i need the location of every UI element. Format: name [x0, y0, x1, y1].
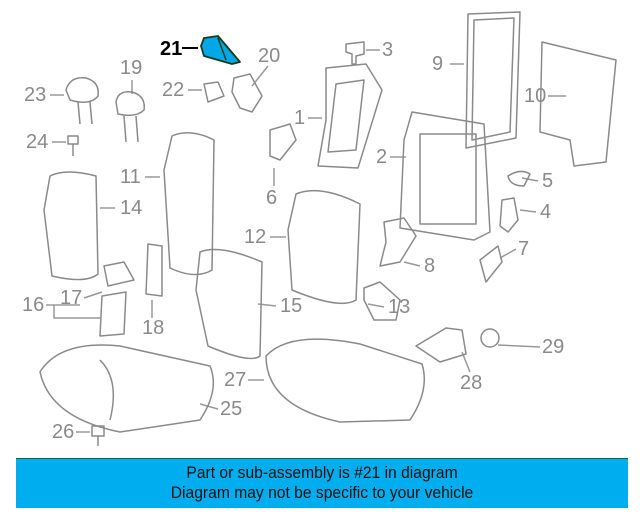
callout-22[interactable]: 22 — [162, 79, 185, 101]
part-8[interactable] — [379, 217, 417, 267]
part-5[interactable] — [507, 170, 531, 187]
part-20[interactable] — [231, 73, 263, 113]
callout-25[interactable]: 25 — [220, 398, 243, 420]
part-10-panel[interactable] — [539, 41, 617, 167]
part-4[interactable] — [499, 197, 519, 233]
banner-line-1: Part or sub-assembly is #21 in diagram — [186, 463, 458, 482]
part-23-headrest[interactable] — [65, 77, 99, 125]
part-16[interactable] — [99, 291, 127, 337]
part-13[interactable] — [363, 281, 401, 321]
part-18[interactable] — [145, 243, 163, 297]
part-12-seatback[interactable] — [287, 189, 361, 305]
callout-27[interactable]: 27 — [224, 369, 247, 391]
callout-21[interactable]: 21 — [160, 38, 183, 60]
part-28[interactable] — [415, 327, 467, 363]
part-26[interactable] — [91, 425, 105, 446]
callout-14[interactable]: 14 — [120, 197, 143, 219]
callout-arrows — [46, 47, 566, 433]
part-11-seatback[interactable] — [163, 132, 215, 276]
part-15-seatback[interactable] — [195, 248, 263, 360]
callout-24[interactable]: 24 — [26, 131, 49, 153]
banner-line-2: Diagram may not be specific to your vehi… — [170, 483, 474, 502]
part-24[interactable] — [67, 135, 79, 156]
part-7[interactable] — [479, 245, 503, 283]
callout-7[interactable]: 7 — [518, 238, 530, 260]
part-25-cushion[interactable] — [39, 344, 215, 433]
callout-6[interactable]: 6 — [266, 187, 278, 209]
part-1-frame[interactable] — [317, 63, 383, 169]
callout-4[interactable]: 4 — [540, 201, 552, 223]
callout-10[interactable]: 10 — [524, 85, 547, 107]
callout-16[interactable]: 16 — [22, 294, 45, 316]
part-2-frame[interactable] — [399, 111, 491, 241]
callout-18[interactable]: 18 — [142, 317, 165, 339]
part-27-cushion[interactable] — [265, 338, 425, 423]
part-22[interactable] — [203, 81, 225, 103]
callout-28[interactable]: 28 — [460, 372, 483, 394]
part-21-highlighted[interactable] — [200, 35, 241, 65]
info-banner: Part or sub-assembly is #21 in diagram D… — [16, 458, 628, 508]
part-9-panel[interactable] — [465, 11, 521, 149]
callout-29[interactable]: 29 — [542, 336, 565, 358]
part-29[interactable] — [480, 328, 500, 348]
callout-1[interactable]: 1 — [294, 107, 306, 129]
callout-19[interactable]: 19 — [120, 57, 143, 79]
part-17[interactable] — [103, 261, 135, 287]
part-19-headrest[interactable] — [115, 90, 145, 143]
part-14-seatback[interactable] — [43, 171, 99, 281]
callout-3[interactable]: 3 — [382, 39, 394, 61]
parts-diagram — [39, 11, 617, 446]
callout-5[interactable]: 5 — [542, 170, 554, 192]
callout-9[interactable]: 9 — [432, 53, 444, 75]
callout-8[interactable]: 8 — [424, 255, 436, 277]
callout-13[interactable]: 13 — [388, 296, 411, 318]
callout-17[interactable]: 17 — [60, 287, 83, 309]
callout-26[interactable]: 26 — [52, 421, 75, 443]
callout-23[interactable]: 23 — [24, 84, 47, 106]
callout-12[interactable]: 12 — [244, 226, 267, 248]
callout-2[interactable]: 2 — [376, 146, 388, 168]
callout-15[interactable]: 15 — [280, 295, 303, 317]
part-3[interactable] — [345, 41, 365, 65]
callout-20[interactable]: 20 — [258, 45, 281, 67]
part-6[interactable] — [269, 123, 297, 161]
callout-11[interactable]: 11 — [120, 166, 141, 188]
